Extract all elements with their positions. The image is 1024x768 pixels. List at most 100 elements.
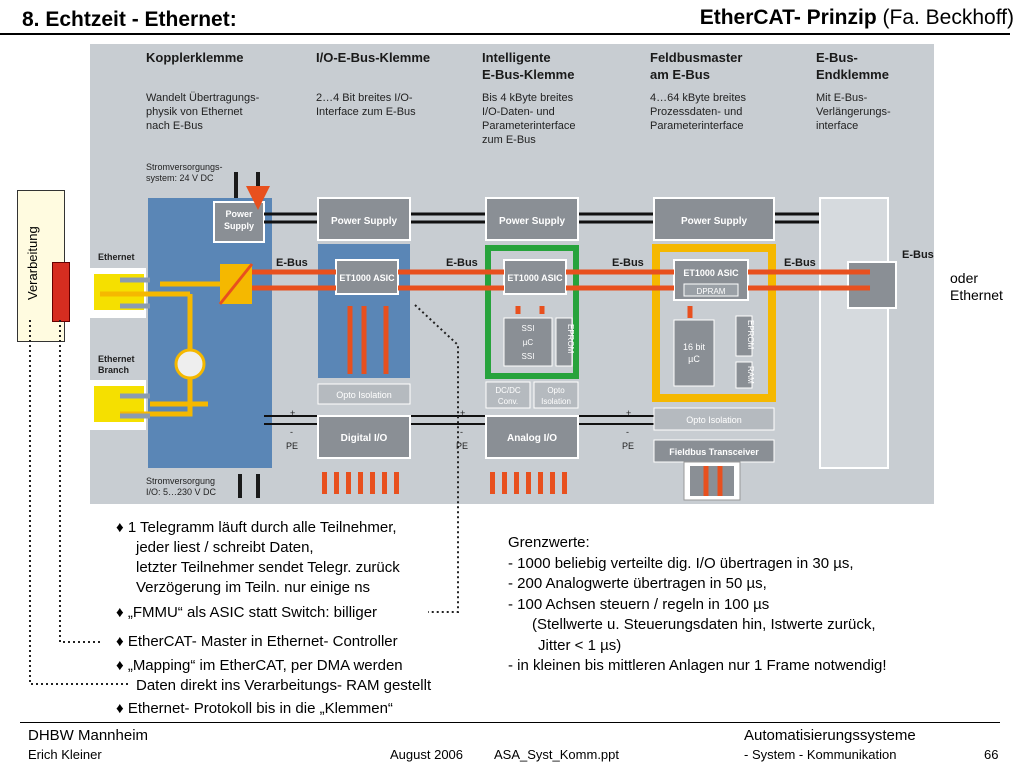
- svg-text:PE: PE: [622, 441, 634, 451]
- slide-title: 8. Echtzeit - Ethernet:: [22, 8, 237, 31]
- svg-text:DC/DC: DC/DC: [495, 386, 521, 395]
- svg-text:Ethernet: Ethernet: [98, 354, 135, 364]
- slide-subtitle: EtherCAT- Prinzip (Fa. Beckhoff): [700, 6, 1014, 30]
- col4-16bit-uc: [673, 319, 715, 387]
- col4-title2: am E-Bus: [650, 67, 710, 82]
- svg-text:+: +: [460, 408, 465, 418]
- col2-desc2: Interface zum E-Bus: [316, 106, 416, 118]
- svg-text:Power Supply: Power Supply: [499, 216, 566, 227]
- subtitle-company: (Fa. Beckhoff): [882, 6, 1015, 29]
- or-ethernet-label: oder Ethernet: [950, 270, 1003, 303]
- bullet-fmmu: ♦ „FMMU“ als ASIC statt Switch: billiger: [116, 604, 378, 621]
- col2-title: I/O-E-Bus-Klemme: [316, 50, 430, 65]
- col3-title2: E-Bus-Klemme: [482, 67, 574, 82]
- col4-opto: [653, 407, 775, 431]
- svg-text:SSI: SSI: [522, 352, 535, 361]
- col4-eprom: [735, 315, 753, 357]
- svg-text:EPROM: EPROM: [566, 324, 575, 354]
- col4-desc3: Parameterinterface: [650, 120, 744, 132]
- col3-desc1: Bis 4 kByte breites: [482, 92, 574, 104]
- col2-power-supply: [317, 197, 411, 241]
- col5-body: [819, 197, 889, 469]
- col3-uc-block: [503, 317, 553, 367]
- svg-text:Power Supply: Power Supply: [681, 216, 748, 227]
- svg-text:DPRAM: DPRAM: [697, 287, 726, 296]
- svg-text:Ethernet: Ethernet: [98, 252, 135, 262]
- svg-text:16 bit: 16 bit: [683, 342, 706, 352]
- limits-heading: Grenzwerte:: [508, 534, 590, 551]
- svg-text:EPROM: EPROM: [746, 320, 755, 350]
- title-rule: [0, 33, 1010, 35]
- bullet-protocol: ♦ Ethernet- Protokoll bis in die „Klemme…: [116, 700, 393, 717]
- col1-title: Kopplerklemme: [146, 50, 244, 65]
- col3-title1: Intelligente: [482, 50, 551, 65]
- power-bottom1: Stromversorgung: [146, 476, 215, 486]
- svg-text:µC: µC: [523, 338, 534, 347]
- footer-file: ASA_Syst_Komm.ppt: [494, 747, 619, 762]
- bullet-master: ♦ EtherCAT- Master in Ethernet- Controll…: [116, 633, 398, 650]
- col3-green-frame: [485, 245, 579, 379]
- svg-text:-: -: [460, 427, 463, 437]
- footer-course: Automatisierungssysteme: [744, 727, 916, 744]
- svg-text:ET1000 ASIC: ET1000 ASIC: [683, 268, 739, 278]
- col1-desc3: nach E-Bus: [146, 120, 203, 132]
- col1-desc2: physik von Ethernet: [146, 106, 243, 118]
- col3-desc3: Parameterinterface: [482, 120, 576, 132]
- svg-text:Branch: Branch: [98, 365, 129, 375]
- svg-text:Supply: Supply: [224, 221, 254, 231]
- svg-text:Power Supply: Power Supply: [331, 216, 398, 227]
- footer-section: - System - Kommunikation: [744, 747, 897, 762]
- svg-text:E-Bus: E-Bus: [446, 257, 478, 269]
- col4-yellow-frame: [652, 244, 776, 402]
- svg-text:ET1000 ASIC: ET1000 ASIC: [507, 273, 563, 283]
- col3-desc4: zum E-Bus: [482, 134, 536, 146]
- svg-text:+: +: [290, 408, 295, 418]
- col5-desc2: Verlängerungs-: [816, 106, 891, 118]
- footer-page-number: 66: [984, 747, 999, 762]
- col4-title1: Feldbusmaster: [650, 50, 742, 65]
- svg-text:-: -: [290, 427, 293, 437]
- footer-org: DHBW Mannheim: [28, 727, 149, 744]
- limits-block: Grenzwerte: - 1000 beliebig verteilte di…: [508, 534, 887, 674]
- col3-analog-io: [485, 415, 579, 459]
- power-note2: system: 24 V DC: [146, 173, 214, 183]
- svg-text:Opto Isolation: Opto Isolation: [336, 390, 392, 400]
- bullet-mapping: ♦ „Mapping“ im EtherCAT, per DMA werden …: [116, 657, 432, 694]
- svg-text:SSI: SSI: [522, 324, 535, 333]
- svg-text:E-Bus: E-Bus: [784, 257, 816, 269]
- svg-text:E-Bus: E-Bus: [612, 257, 644, 269]
- svg-text:Fieldbus Transceiver: Fieldbus Transceiver: [669, 447, 759, 457]
- footer-author: Erich Kleiner: [28, 747, 102, 762]
- col3-asic: [503, 259, 567, 295]
- col4-desc1: 4…64 kByte breites: [650, 92, 746, 104]
- col4-desc2: Prozessdaten- und: [650, 106, 742, 118]
- col2-asic: [335, 259, 399, 295]
- svg-text:Opto: Opto: [547, 386, 565, 395]
- footer-rule: [20, 722, 1000, 723]
- svg-text:PE: PE: [286, 441, 298, 451]
- col5-title2: Endklemme: [816, 67, 889, 82]
- power-bottom2: I/O: 5…230 V DC: [146, 487, 217, 497]
- col5-desc3: interface: [816, 120, 858, 132]
- footer-date: August 2006: [390, 747, 464, 762]
- svg-text:E-Bus: E-Bus: [276, 257, 308, 269]
- svg-text:PE: PE: [456, 441, 468, 451]
- svg-text:Power: Power: [225, 209, 253, 219]
- bullet-telegram: ♦ 1 Telegramm läuft durch alle Teilnehme…: [116, 519, 400, 596]
- svg-text:Digital I/O: Digital I/O: [341, 433, 388, 444]
- col4-power-supply: [653, 197, 775, 241]
- power-note1: Stromversorgungs-: [146, 162, 223, 172]
- svg-text:Conv.: Conv.: [498, 397, 518, 406]
- col5-desc1: Mit E-Bus-: [816, 92, 868, 104]
- col3-desc2: I/O-Daten- und: [482, 106, 555, 118]
- svg-text:RAM: RAM: [746, 366, 755, 384]
- col5-title1: E-Bus-: [816, 50, 858, 65]
- svg-text:+: +: [626, 408, 631, 418]
- svg-text:ET1000 ASIC: ET1000 ASIC: [339, 273, 395, 283]
- col2-digital-io: [317, 415, 411, 459]
- svg-text:Analog I/O: Analog I/O: [507, 433, 557, 444]
- col4-ram: [735, 361, 753, 389]
- col3-eprom: [555, 317, 573, 367]
- svg-text:-: -: [626, 427, 629, 437]
